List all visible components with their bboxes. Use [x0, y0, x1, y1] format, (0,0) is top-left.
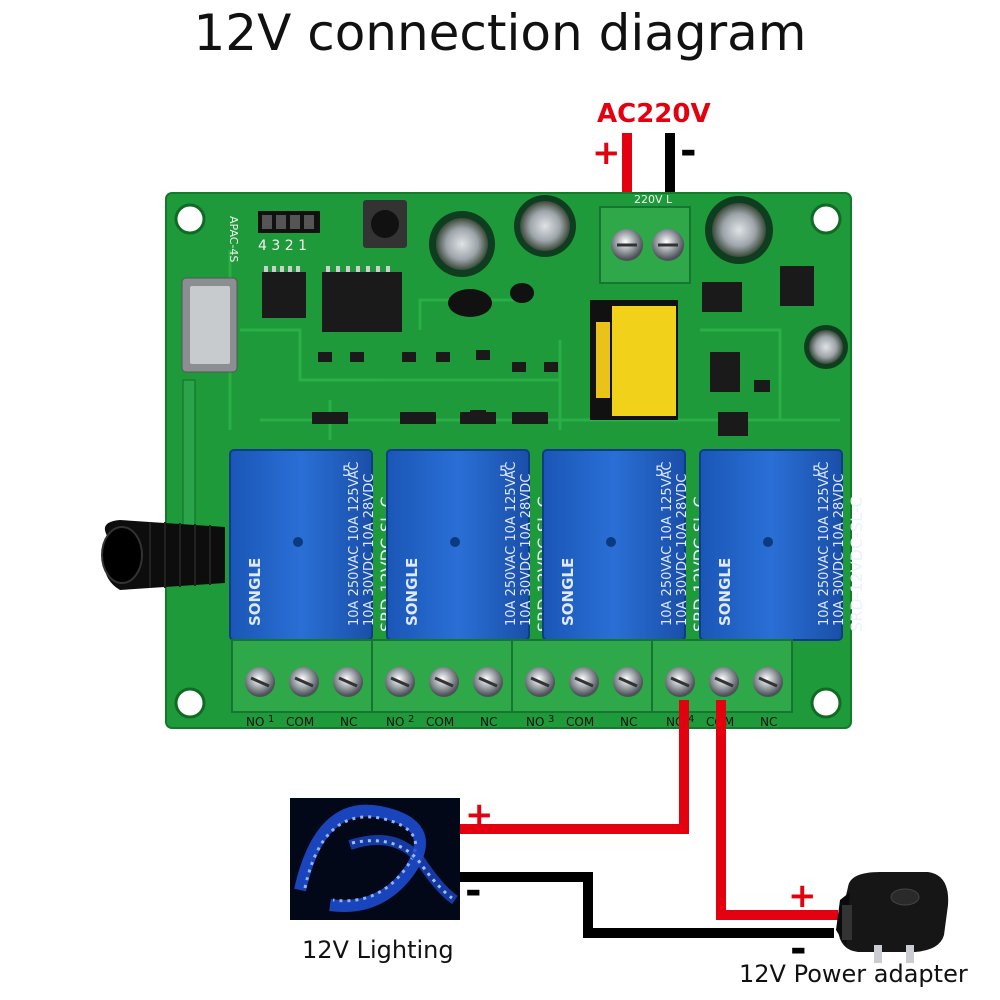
ac-terminal-block: 220V L	[599, 193, 691, 284]
ac-input-label: AC220V	[597, 99, 711, 129]
terminal-no-label: NO	[526, 715, 544, 729]
terminal-nc-label: NC	[760, 715, 777, 729]
power-adapter-caption: 12V Power adapter	[739, 960, 968, 988]
mcu-chip	[322, 272, 402, 332]
power-adapter-image	[836, 872, 949, 963]
relay-brand: SONGLE	[403, 558, 421, 626]
relay-mark	[450, 537, 460, 547]
relay-brand: SONGLE	[559, 558, 577, 626]
transistor	[510, 283, 534, 303]
relay-mark	[293, 537, 303, 547]
relay-rating-1: 10A 250VAC 10A 125VAC	[817, 462, 832, 627]
relay-pin-count: 5	[342, 464, 351, 480]
jumper-header: 4 3 2 1	[258, 211, 320, 254]
board-model-label: APAC-4S	[227, 216, 240, 262]
rf-receiver-module	[181, 277, 238, 541]
terminal-com-label: COM	[286, 715, 314, 729]
smd-components	[312, 266, 814, 436]
lighting-minus-label: -	[465, 868, 482, 914]
terminal-nc-label: NC	[480, 715, 497, 729]
relay-pin-count: 5	[812, 464, 821, 480]
relay-mark	[763, 537, 773, 547]
transformer	[590, 300, 678, 420]
mounting-hole	[810, 687, 842, 719]
ac-plus-label: +	[592, 133, 621, 173]
learn-button	[363, 200, 407, 248]
antenna	[101, 520, 225, 590]
relay-pin-count: 5	[499, 464, 508, 480]
adapter-positive-wire	[716, 700, 838, 920]
relay-rating-2: 10A 30VDC 10A 28VDC	[832, 474, 847, 626]
relay-rating-1: 10A 250VAC 10A 125VAC	[347, 462, 362, 627]
decoder-chip	[262, 272, 306, 318]
chip-pins	[264, 266, 390, 272]
terminal-com-label: COM	[426, 715, 454, 729]
terminal-no-label: NO	[246, 715, 264, 729]
adapter-minus-label: -	[790, 926, 807, 972]
diagram-title: 12V connection diagram	[193, 4, 807, 62]
header-pin-labels: 4 3 2 1	[258, 238, 307, 254]
mounting-hole	[174, 203, 206, 235]
relay-rating-2: 10A 30VDC 10A 28VDC	[362, 474, 377, 626]
terminal-nc-label: NC	[620, 715, 637, 729]
relay-rating-2: 10A 30VDC 10A 28VDC	[519, 474, 534, 626]
terminal-channel-label: 2	[408, 714, 414, 725]
negative-wire	[460, 872, 834, 938]
relay-rating-1: 10A 250VAC 10A 125VAC	[504, 462, 519, 627]
ac-minus-label: -	[680, 128, 697, 174]
relay-mark	[606, 537, 616, 547]
relay-brand: SONGLE	[716, 558, 734, 626]
terminal-nc-label: NC	[340, 715, 357, 729]
relay-rating-1: 10A 250VAC 10A 125VAC	[660, 462, 675, 627]
terminal-channel-label: 1	[268, 714, 274, 725]
terminal-com-label: COM	[566, 715, 594, 729]
lighting-plus-label: +	[465, 795, 494, 835]
adapter-plus-label: +	[788, 876, 817, 916]
mounting-hole	[810, 203, 842, 235]
output-wires	[460, 700, 838, 938]
terminal-channel-label: 3	[548, 714, 554, 725]
terminal-block: NO 1 COM NC	[231, 639, 373, 729]
electrolytic-capacitors	[429, 195, 848, 369]
polarity-labels: + - + - + -	[465, 128, 817, 972]
terminal-block: NO 3 COM NC	[511, 639, 653, 729]
ac-terminal-label: 220V L	[634, 193, 673, 206]
mounting-hole	[174, 687, 206, 719]
terminal-channel-label: 4	[688, 714, 694, 725]
relay-model: SRD-12VDC-SL-C	[847, 496, 866, 632]
relay-brand: SONGLE	[246, 558, 264, 626]
relay-pin-count: 5	[655, 464, 664, 480]
led-strip-image	[290, 798, 460, 920]
relay-rating-2: 10A 30VDC 10A 28VDC	[675, 474, 690, 626]
voltage-regulator	[448, 289, 492, 317]
lighting-positive-wire	[460, 700, 689, 834]
terminal-block: NO 2 COM NC	[371, 639, 513, 729]
relay-board: APAC-4S 4 3 2 1	[165, 192, 866, 729]
lighting-caption: 12V Lighting	[302, 936, 454, 964]
terminal-no-label: NO	[386, 715, 404, 729]
